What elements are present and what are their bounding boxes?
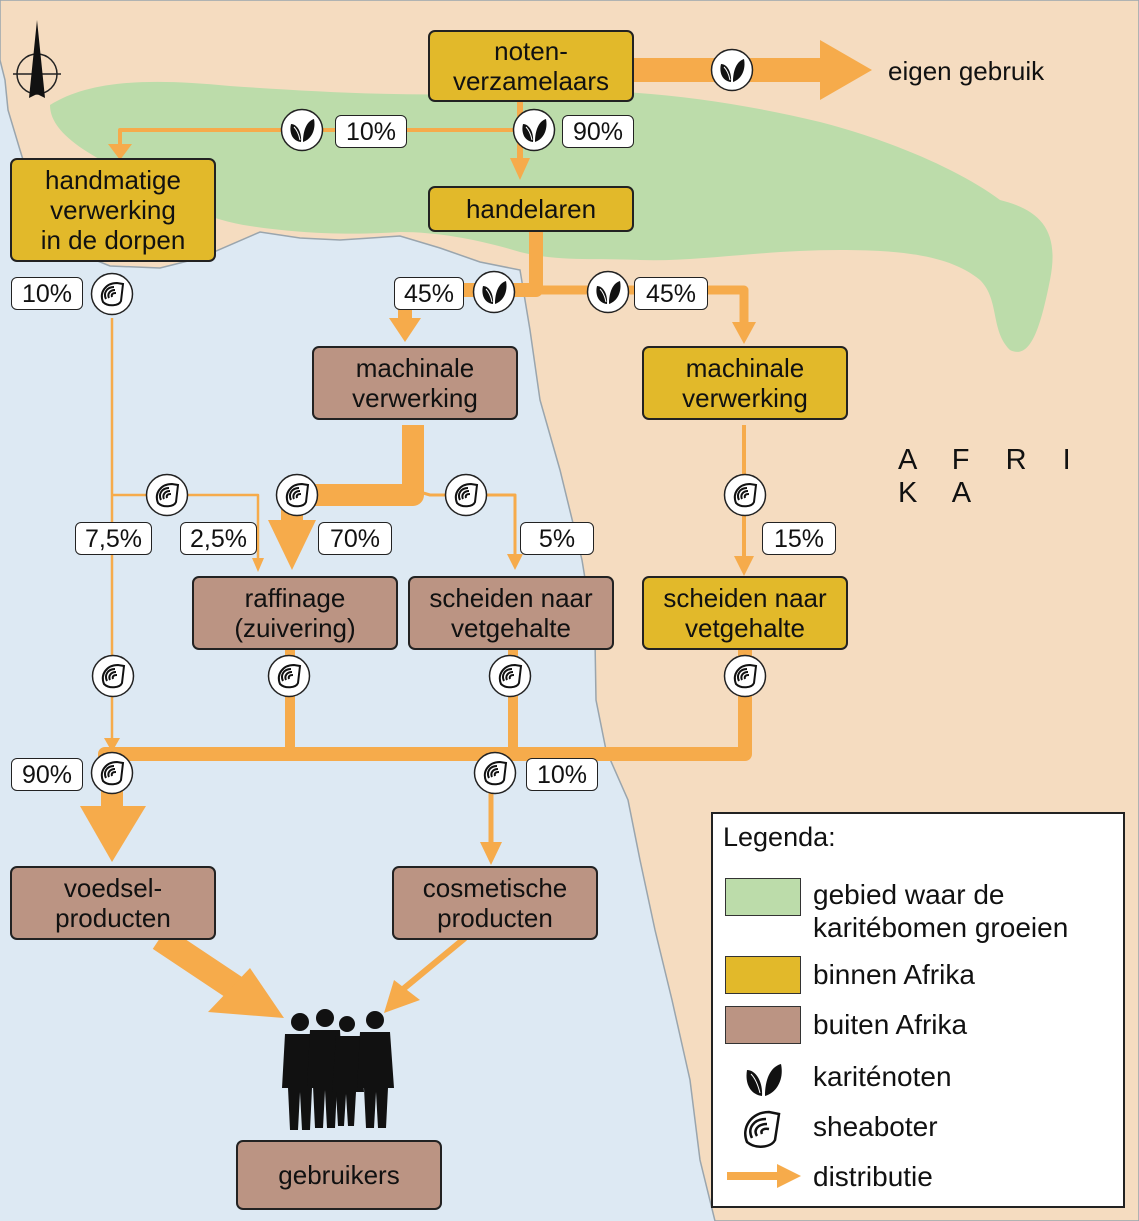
karite-nuts-icon [280, 108, 324, 152]
shea-butter-icon [90, 751, 134, 795]
manual-processing-box: handmatige verwerking in de dorpen [10, 158, 216, 262]
pct-machine-to-refining: 70% [318, 522, 392, 555]
collectors-box: noten- verzamelaars [428, 30, 634, 102]
users-box: gebruikers [236, 1140, 442, 1210]
karite-nuts-icon [512, 108, 556, 152]
pct-to-food: 90% [11, 758, 83, 791]
shea-butter-icon [267, 654, 311, 698]
legend-label-butter: sheaboter [813, 1111, 938, 1142]
pct-traders-to-machine-outside: 45% [394, 277, 464, 310]
cosmetic-products-box: cosmetische producten [392, 866, 598, 940]
continent-label: A F R I K A [898, 444, 1085, 509]
pct-manual-to-refining: 2,5% [180, 522, 257, 555]
pct-separation-inside-output: 15% [762, 522, 836, 555]
machine-processing-inside-box: machinale verwerking [642, 346, 848, 420]
traders-box: handelaren [428, 186, 634, 232]
shea-butter-icon [723, 654, 767, 698]
pct-collectors-to-manual: 10% [335, 115, 407, 148]
karite-nuts-icon [586, 270, 630, 314]
legend-karite-nuts-icon [746, 1064, 782, 1096]
pct-collectors-to-traders: 90% [562, 115, 634, 148]
legend-label-inside-africa: binnen Afrika [813, 959, 975, 990]
pct-machine-to-separation: 5% [520, 522, 594, 555]
karite-nuts-icon [472, 270, 516, 314]
people-silhouette-icon [282, 1009, 394, 1130]
shea-butter-icon [444, 473, 488, 517]
pct-traders-to-machine-inside: 45% [634, 277, 708, 310]
north-arrow-icon [13, 20, 61, 98]
refining-box: raffinage (zuivering) [192, 576, 398, 650]
shea-butter-icon [488, 654, 532, 698]
food-products-box: voedsel- producten [10, 866, 216, 940]
shea-butter-icon [145, 473, 189, 517]
pct-manual-output: 10% [11, 277, 83, 310]
shea-butter-icon [275, 473, 319, 517]
separation-inside-box: scheiden naar vetgehalte [642, 576, 848, 650]
legend-label-nuts: kariténoten [813, 1061, 952, 1092]
own-use-label: eigen gebruik [888, 56, 1045, 86]
legend-swatch-growing-area [725, 878, 801, 916]
legend: Legenda: gebied waar de karitébomen groe… [711, 812, 1125, 1208]
legend-shea-butter-icon [744, 1110, 781, 1148]
karite-nuts-icon [710, 48, 754, 92]
legend-label-growing-area: gebied waar de karitébomen groeien [813, 879, 1069, 943]
shea-butter-icon [91, 654, 135, 698]
legend-label-distribution: distributie [813, 1161, 933, 1192]
shea-butter-icon [90, 272, 134, 316]
legend-title: Legenda: [723, 822, 836, 852]
shea-butter-icon [473, 751, 517, 795]
legend-distribution-arrow-icon [727, 1164, 801, 1188]
shea-butter-icon [723, 473, 767, 517]
legend-swatch-inside-africa [725, 956, 801, 994]
pct-manual-direct: 7,5% [75, 522, 152, 555]
legend-swatch-outside-africa [725, 1006, 801, 1044]
separation-outside-box: scheiden naar vetgehalte [408, 576, 614, 650]
legend-label-outside-africa: buiten Afrika [813, 1009, 968, 1040]
machine-processing-outside-box: machinale verwerking [312, 346, 518, 420]
pct-to-cosmetics: 10% [526, 758, 598, 791]
